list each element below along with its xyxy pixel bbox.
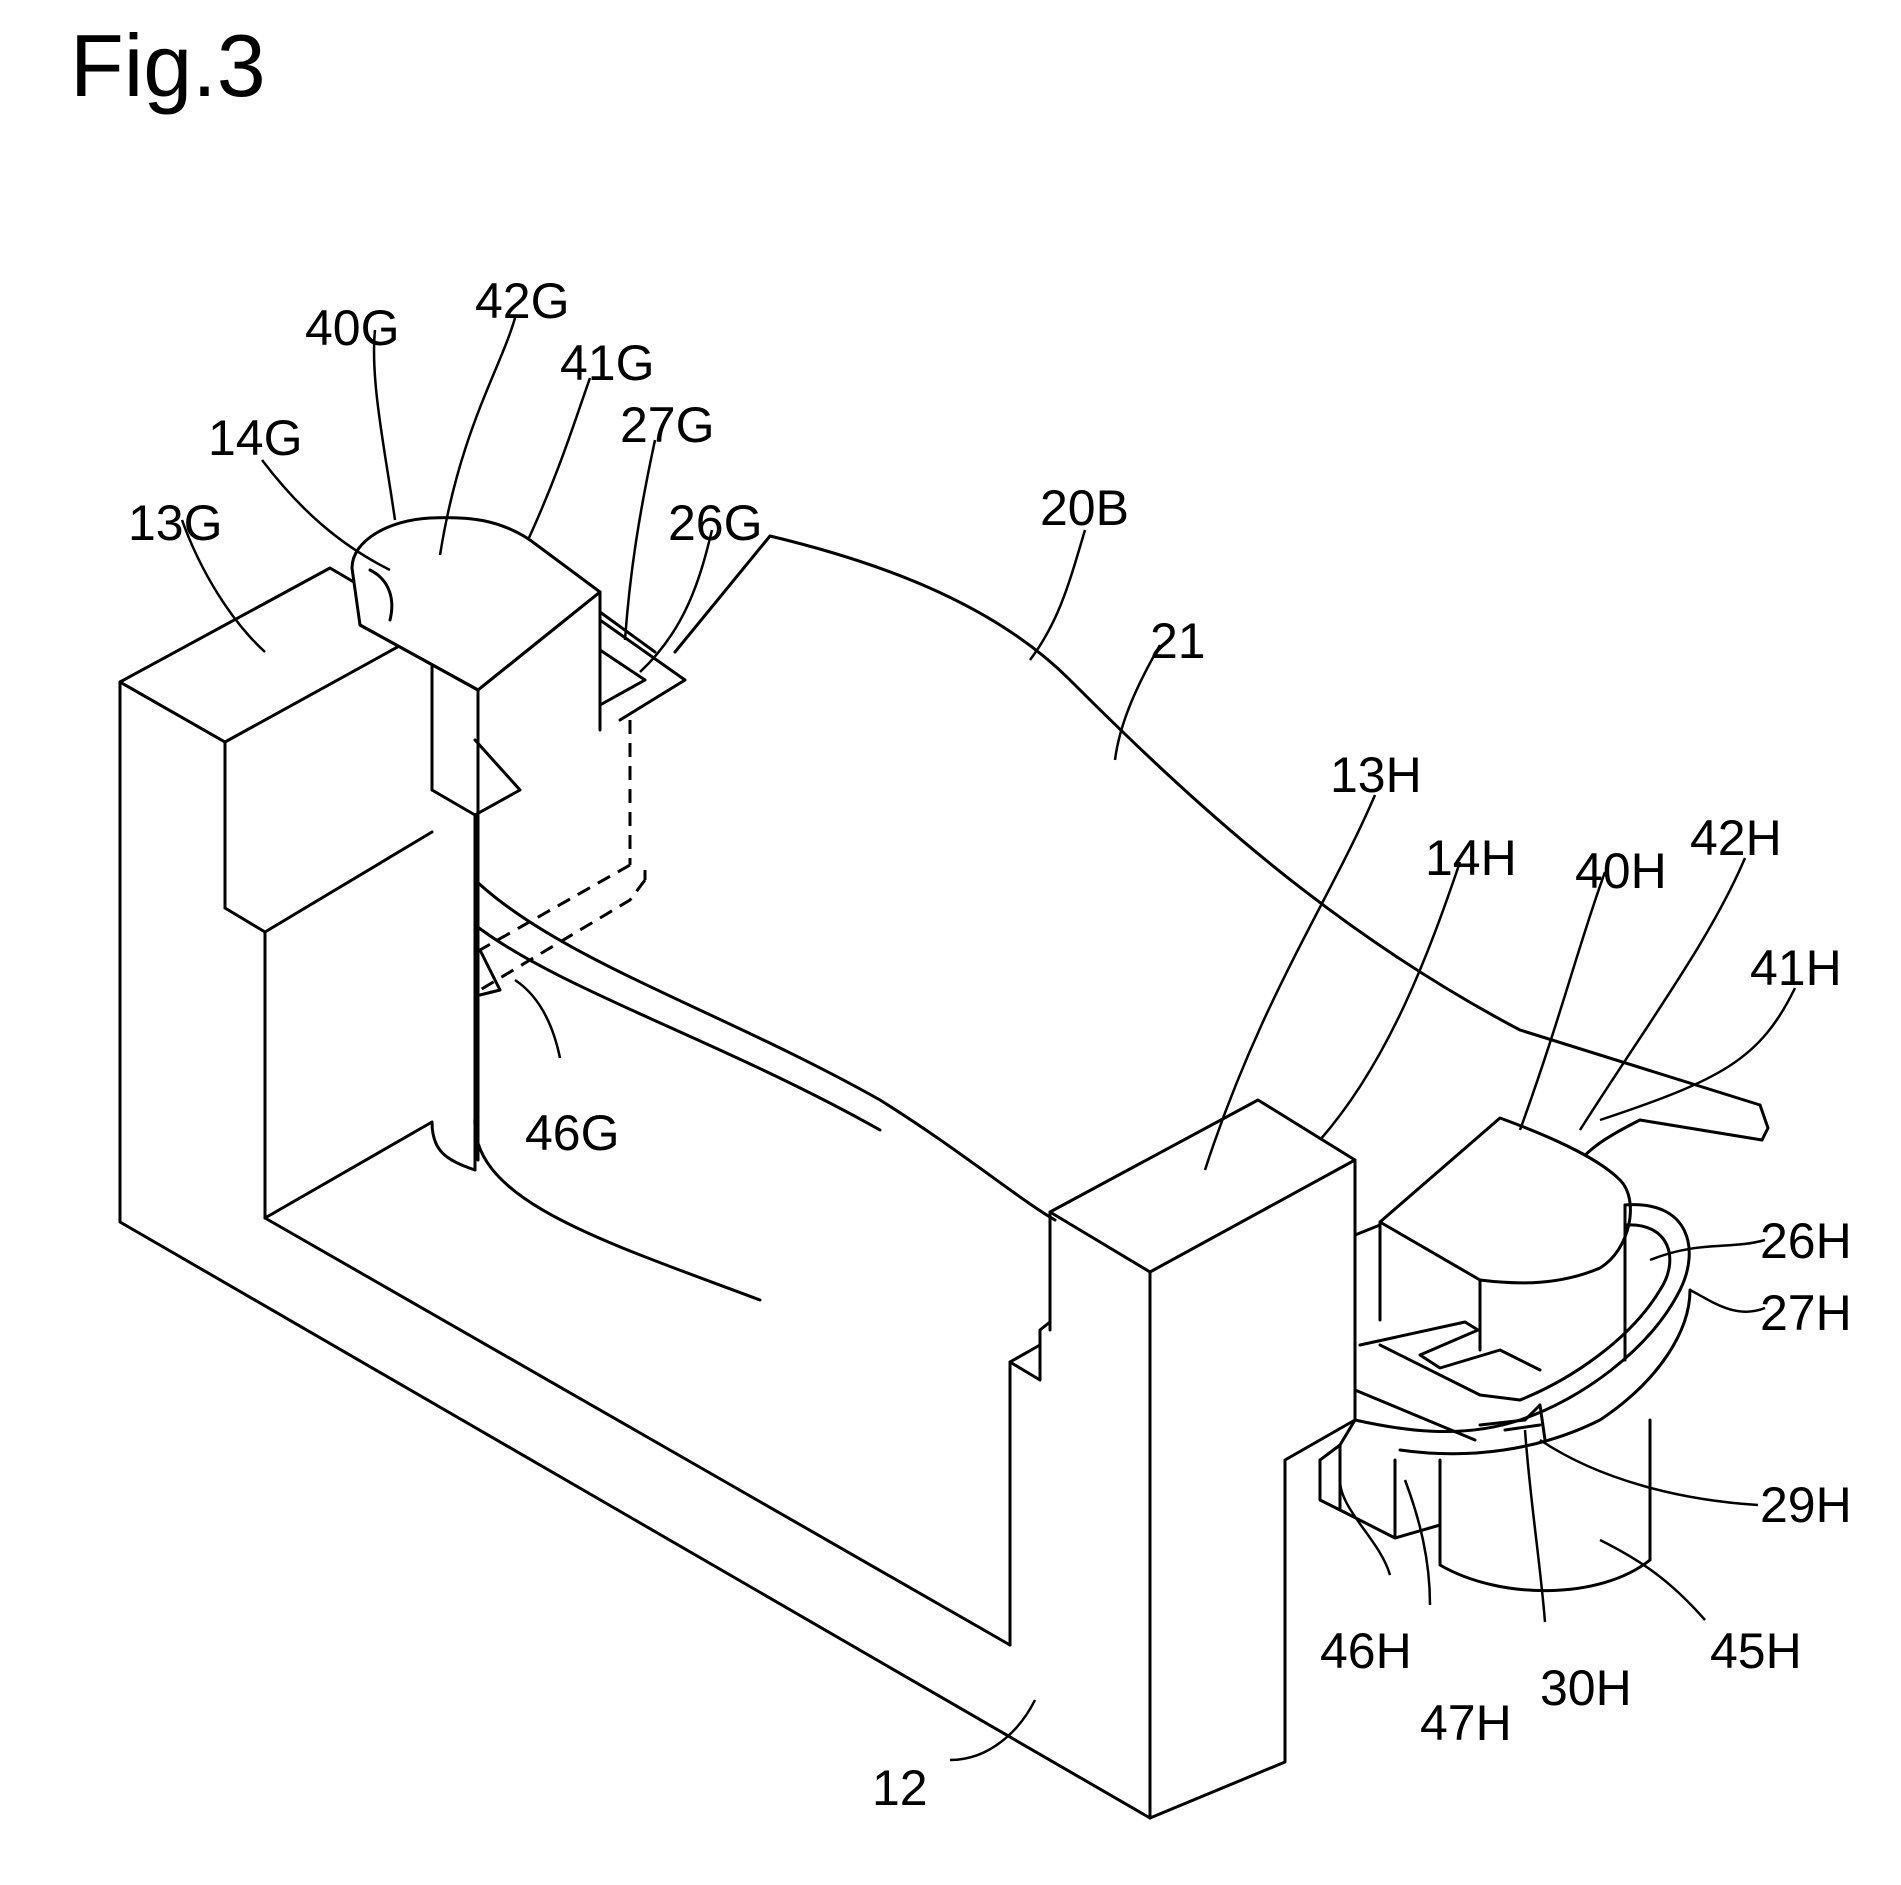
label-14G: 14G bbox=[208, 410, 303, 466]
label-12: 12 bbox=[872, 1760, 928, 1816]
label-40G: 40G bbox=[305, 300, 400, 356]
guide-member-40H bbox=[1320, 1118, 1690, 1591]
label-27G: 27G bbox=[620, 397, 715, 453]
label-13H: 13H bbox=[1330, 747, 1422, 803]
figure-title: Fig.3 bbox=[70, 16, 266, 115]
guide-block-13H bbox=[1050, 1100, 1355, 1272]
guide-member-40G bbox=[352, 518, 685, 1160]
label-21: 21 bbox=[1150, 613, 1206, 669]
frame-12 bbox=[120, 568, 1355, 1818]
label-29H: 29H bbox=[1760, 1477, 1852, 1533]
label-26G: 26G bbox=[668, 495, 763, 551]
label-41G: 41G bbox=[560, 335, 655, 391]
label-46H: 46H bbox=[1320, 1623, 1412, 1679]
label-45H: 45H bbox=[1710, 1623, 1802, 1679]
label-14H: 14H bbox=[1425, 830, 1517, 886]
label-46G: 46G bbox=[525, 1105, 620, 1161]
label-42H: 42H bbox=[1690, 810, 1782, 866]
label-13G: 13G bbox=[128, 495, 223, 551]
label-30H: 30H bbox=[1540, 1660, 1632, 1716]
label-47H: 47H bbox=[1420, 1695, 1512, 1751]
label-40H: 40H bbox=[1575, 843, 1667, 899]
label-27H: 27H bbox=[1760, 1285, 1852, 1341]
label-41H: 41H bbox=[1750, 940, 1842, 996]
label-42G: 42G bbox=[475, 273, 570, 329]
label-26H: 26H bbox=[1760, 1213, 1852, 1269]
label-20B: 20B bbox=[1040, 480, 1129, 536]
